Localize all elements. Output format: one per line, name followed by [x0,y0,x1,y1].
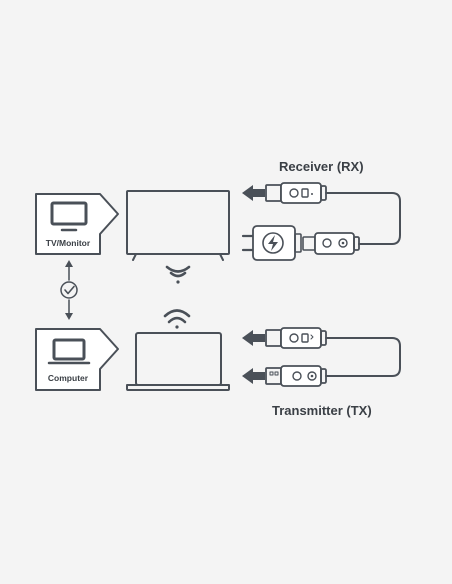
arrow-left-icon [242,330,265,346]
tv-icon [126,190,230,261]
usb-connector-icon [265,365,327,387]
receiver-cable [325,192,401,245]
receiver-group [241,182,401,261]
usb-connector-icon [265,327,327,349]
wifi-icon [165,265,191,284]
power-adapter-icon [241,225,302,261]
computer-card [35,328,119,391]
check-icon [60,281,78,299]
arrow-left-icon [242,185,265,201]
usb-connector-icon [302,232,360,255]
tv-monitor-card-label: TV/Monitor [45,238,91,248]
usb-connector-icon [265,182,327,204]
lightning-icon [268,235,278,251]
tv-monitor-card [35,193,119,255]
transmitter-group [242,327,401,387]
bidirectional-link [60,260,78,320]
laptop-icon [47,338,91,365]
arrow-up-icon [65,260,73,267]
transmitter-cable [325,337,401,377]
laptop-icon [126,332,230,391]
transmitter-title: Transmitter (TX) [272,403,372,418]
computer-card-label: Computer [47,373,89,383]
arrow-left-icon [242,368,265,384]
receiver-title: Receiver (RX) [279,159,364,174]
wifi-icon [163,309,191,329]
arrow-down-icon [65,313,73,320]
monitor-icon [50,201,88,232]
